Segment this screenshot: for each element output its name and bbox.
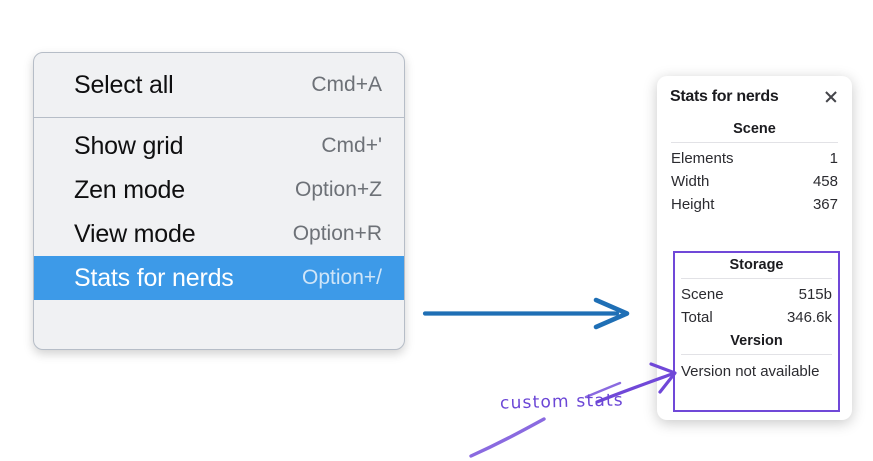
section-title-storage: Storage — [729, 257, 784, 273]
custom-stats-highlight-box: Storage Scene 515b Total 346.6k Version … — [673, 251, 840, 412]
context-menu[interactable]: Select all Cmd+A Show grid Cmd+' Zen mod… — [33, 52, 405, 350]
menu-item-label: Select all — [74, 70, 174, 99]
menu-item-label: Show grid — [74, 131, 184, 160]
stats-for-nerds-panel: Stats for nerds Scene Elements 1 Width 4… — [657, 76, 852, 420]
stat-value: 367 — [812, 196, 838, 213]
section-storage: Storage Scene 515b Total 346.6k — [680, 253, 833, 329]
stat-value: 346.6k — [786, 309, 832, 326]
menu-item-shortcut: Cmd+' — [321, 134, 382, 157]
menu-item-label: Zen mode — [74, 175, 185, 204]
close-icon[interactable] — [823, 89, 839, 105]
stat-row-storage-scene: Scene 515b — [680, 283, 833, 306]
stat-value: 1 — [829, 150, 838, 167]
menu-group-2: Show grid Cmd+' Zen mode Option+Z View m… — [34, 118, 404, 306]
menu-item-label: View mode — [74, 219, 196, 248]
menu-item-shortcut: Option+Z — [295, 178, 382, 201]
panel-header: Stats for nerds — [670, 88, 839, 106]
menu-item-shortcut: Option+/ — [302, 266, 382, 289]
stat-row-width: Width 458 — [670, 170, 839, 193]
menu-separator — [34, 117, 404, 118]
menu-item-zen-mode[interactable]: Zen mode Option+Z — [34, 168, 404, 212]
stat-label: Height — [671, 196, 715, 213]
stat-label: Width — [671, 173, 710, 190]
panel-title: Stats for nerds — [670, 88, 779, 105]
section-title-version: Version — [730, 333, 783, 349]
stat-label: Elements — [671, 150, 734, 167]
stat-value: 515b — [798, 286, 832, 303]
section-scene: Scene Elements 1 Width 458 Height 367 — [670, 119, 839, 216]
menu-item-label: Stats for nerds — [74, 263, 234, 292]
section-rule — [671, 142, 838, 143]
stat-row-elements: Elements 1 — [670, 147, 839, 170]
stat-row-height: Height 367 — [670, 193, 839, 216]
menu-item-stats-for-nerds[interactable]: Stats for nerds Option+/ — [34, 256, 404, 300]
menu-item-show-grid[interactable]: Show grid Cmd+' — [34, 124, 404, 168]
menu-item-shortcut: Cmd+A — [311, 73, 382, 96]
blue-arrow — [422, 297, 630, 330]
stat-value: 458 — [812, 173, 838, 190]
custom-stats-caption: custom stats — [499, 390, 625, 414]
stat-label: Scene — [681, 286, 724, 303]
menu-item-select-all[interactable]: Select all Cmd+A — [34, 59, 404, 111]
menu-item-view-mode[interactable]: View mode Option+R — [34, 212, 404, 256]
stat-row-storage-total: Total 346.6k — [680, 306, 833, 329]
version-text: Version not available — [681, 363, 820, 380]
section-title-scene: Scene — [733, 121, 776, 137]
stat-label: Total — [681, 309, 713, 326]
menu-group-1: Select all Cmd+A — [34, 53, 404, 117]
section-rule — [681, 354, 832, 355]
menu-item-shortcut: Option+R — [292, 222, 382, 245]
purple-underline-stroke — [469, 417, 546, 458]
section-version: Version Version not available — [680, 329, 833, 384]
section-rule — [681, 278, 832, 279]
